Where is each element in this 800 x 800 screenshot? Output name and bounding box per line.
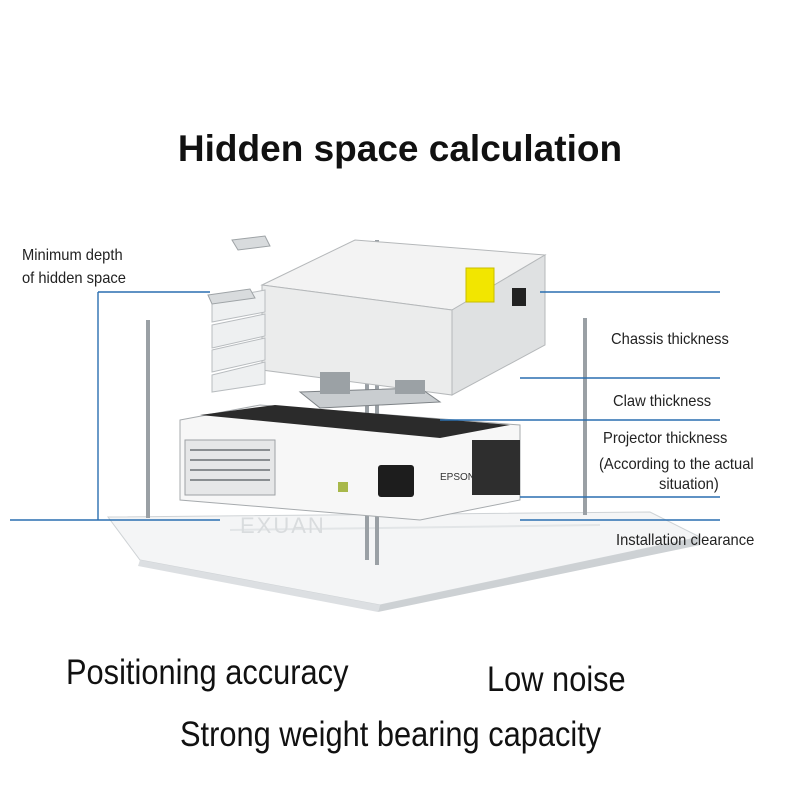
label-projector-line1: Projector thickness — [603, 430, 728, 447]
label-chassis: Chassis thickness — [611, 331, 729, 348]
feature-noise: Low noise — [487, 660, 626, 699]
warning-label — [465, 267, 495, 303]
projector-brand: EPSON — [440, 472, 475, 483]
label-claw: Claw thickness — [613, 393, 712, 410]
watermark: EXUAN — [240, 513, 326, 538]
label-min-depth-line2: of hidden space — [22, 270, 126, 287]
label-clearance: Installation clearance — [616, 532, 755, 549]
label-projector-line2: (According to the actual — [599, 456, 754, 473]
label-projector-line3: situation) — [659, 476, 719, 493]
guide-lines — [10, 291, 720, 521]
page-title: Hidden space calculation — [177, 128, 623, 169]
chassis-box — [260, 239, 547, 396]
scissor-plates — [211, 289, 266, 393]
label-min-depth-line1: Minimum depth — [22, 247, 123, 264]
projector: EPSON — [179, 404, 521, 521]
feature-positioning: Positioning accuracy — [66, 653, 349, 692]
feature-weight: Strong weight bearing capacity — [180, 715, 602, 754]
